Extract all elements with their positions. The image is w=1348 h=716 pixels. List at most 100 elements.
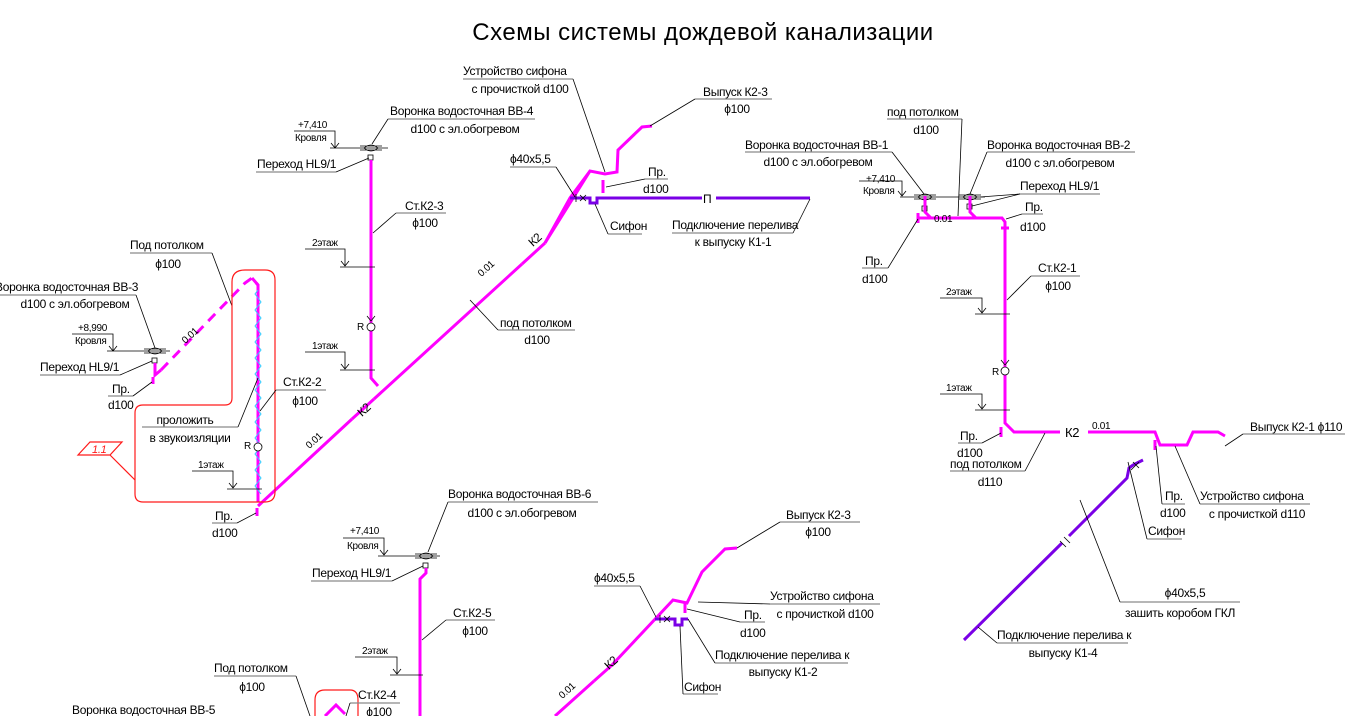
elevation-label: +7,410: [298, 120, 328, 131]
valve-icon: [575, 194, 587, 202]
slope-label: 0.01: [180, 325, 201, 346]
siphon-device-label: Устройство сифона: [1200, 489, 1304, 503]
floor1-label: 1этаж: [198, 460, 224, 471]
slope-label: 0.01: [1092, 421, 1111, 432]
funnel-label: Воронка водосточная ВВ-3: [0, 280, 139, 294]
riser-label: Ст.К2-4: [358, 688, 397, 702]
outlet-label: Выпуск К2-1 ϕ110: [1250, 420, 1343, 434]
ceiling-label: Под потолком: [214, 661, 288, 675]
outlet-label: Выпуск К2-3: [786, 508, 851, 522]
siphon-clean-label: с прочисткой d100: [776, 607, 874, 621]
scheme-k2-3: +7,410 Кровля R Воронка водосточная ВВ-4…: [256, 64, 811, 508]
section-mark-label: 1.1: [92, 444, 107, 456]
scheme-k2-1: под потолком d100 Воронка водосточная ВВ…: [745, 105, 1345, 660]
drawing-title: Схемы системы дождевой канализации: [472, 19, 933, 46]
pipe-size-label: ϕ40x5,5: [510, 152, 551, 166]
cleanout-size-label: d100: [1020, 220, 1046, 234]
outlet-label: Выпуск К2-3: [703, 85, 768, 99]
cleanout-size-label: d100: [957, 446, 983, 460]
scheme-k2-5: Воронка водосточная ВВ-6 d100 с эл.обогр…: [72, 487, 598, 716]
insulation-note-label-2: в звукоизляции: [149, 431, 230, 445]
ceiling-label: Под потолком: [130, 238, 204, 252]
ceiling-size-label: d100: [913, 123, 939, 137]
elevation-label: +8,990: [78, 323, 108, 334]
section-mark: 1.1: [76, 441, 136, 481]
ceiling-size-label: d110: [978, 475, 1003, 489]
box-note-label: зашить коробом ГКЛ: [1125, 606, 1235, 620]
riser-size-label: ϕ100: [462, 624, 488, 638]
cleanout-label: Пр.: [1025, 200, 1043, 214]
ceiling-label: под потолком: [500, 316, 572, 330]
valve-icon: [1130, 461, 1140, 471]
transition-label: Переход HL9/1: [312, 566, 392, 580]
riser-label: Ст.К2-3: [405, 199, 444, 213]
overflow-label: Подключение перелива к: [997, 628, 1132, 642]
cleanout-size-label: d100: [212, 526, 238, 540]
overflow-pipe: [570, 196, 810, 205]
sound-insulation: [254, 289, 262, 495]
riser-label: Ст.К2-2: [283, 375, 322, 389]
ceiling-size-label: d100: [524, 333, 550, 347]
cleanout-label: Пр.: [648, 165, 666, 179]
funnel-size-label: d100 с эл.обогревом: [764, 155, 873, 169]
roof-funnel-icon: [360, 144, 382, 161]
overflow-pipe: [962, 458, 1144, 642]
cleanout-label: Пр.: [215, 509, 233, 523]
siphon-device-label: Устройство сифона: [770, 589, 874, 603]
riser-pipe: [369, 160, 380, 387]
scheme-outlet-k2-3: К2 0.01 ϕ40x5,5 Выпуск К2-3 ϕ100 Устройс…: [553, 508, 880, 716]
funnel-label: Воронка водосточная ВВ-2: [987, 138, 1131, 152]
overflow-target-label: к выпуску К1-1: [695, 235, 772, 249]
siphon-clean-label: с прочисткой d100: [471, 82, 569, 96]
siphon-label: Сифон: [610, 219, 647, 233]
cleanout-label: Пр.: [744, 608, 762, 622]
k2-main-pipe: [553, 546, 738, 716]
cleanout-size-label: d100: [108, 398, 134, 412]
slope-label: 0.01: [934, 214, 953, 225]
k2-label: К2: [601, 653, 621, 673]
revision-icon: [366, 315, 376, 332]
overflow-label: Подключение перелива к: [715, 648, 850, 662]
insulation-zone-outline: [134, 269, 276, 503]
elevation-label: +7,410: [866, 174, 896, 185]
funnel-pipe: [153, 363, 162, 379]
floor1-label: 1этаж: [946, 383, 972, 394]
scheme-k2-2: Под потолком ϕ100 Воронка водосточная ВВ…: [0, 238, 326, 540]
cleanout-size-label: d100: [1160, 506, 1186, 520]
revision-label: R: [992, 367, 999, 378]
siphon-device-label: Устройство сифона: [463, 64, 567, 78]
cleanout-label: Пр.: [1165, 489, 1183, 503]
siphon-clean-label: с прочисткой d110: [1209, 507, 1306, 521]
funnel-size-label: d100 с эл.обогревом: [1006, 156, 1115, 170]
siphon-label: Сифон: [1148, 524, 1185, 538]
k2-main-pipe: [256, 124, 653, 508]
roof-label: Кровля: [75, 336, 106, 347]
overflow-target-label: выпуску К1-2: [749, 665, 818, 679]
revision-icon: [1000, 359, 1010, 376]
ceiling-size-label: ϕ100: [155, 257, 181, 271]
outlet-size-label: ϕ100: [724, 102, 750, 116]
pipe-size-label: ϕ40x5,5: [1165, 586, 1206, 600]
roof-label: Кровля: [295, 133, 326, 144]
floor2-label: 2этаж: [946, 287, 972, 298]
cleanout-size-label: d100: [862, 272, 888, 286]
overflow-label: Подключение перелива: [672, 218, 799, 232]
ceiling-pipe: [323, 702, 347, 716]
valve-icon: [659, 615, 671, 623]
riser-label: Ст.К2-5: [453, 606, 492, 620]
riser-size-label: ϕ100: [1045, 279, 1071, 293]
riser-pipe: [418, 568, 428, 716]
floor2-label: 2этаж: [362, 646, 388, 657]
funnel-size-label: d100 с эл.обогревом: [411, 122, 520, 136]
k2-label: К2: [1065, 425, 1079, 440]
funnel-label: Воронка водосточная ВВ-5: [72, 703, 216, 716]
revision-label: R: [357, 322, 364, 333]
funnel-label: Воронка водосточная ВВ-4: [390, 104, 534, 118]
ceiling-label: под потолком: [887, 105, 959, 119]
cleanout-label: Пр.: [960, 429, 978, 443]
funnel-size-label: d100 с эл.обогревом: [468, 506, 577, 520]
riser-pipe: [918, 196, 1226, 447]
roof-label: Кровля: [863, 186, 894, 197]
riser-label: Ст.К2-1: [1038, 261, 1077, 275]
cleanout-label: Пр.: [865, 254, 883, 268]
